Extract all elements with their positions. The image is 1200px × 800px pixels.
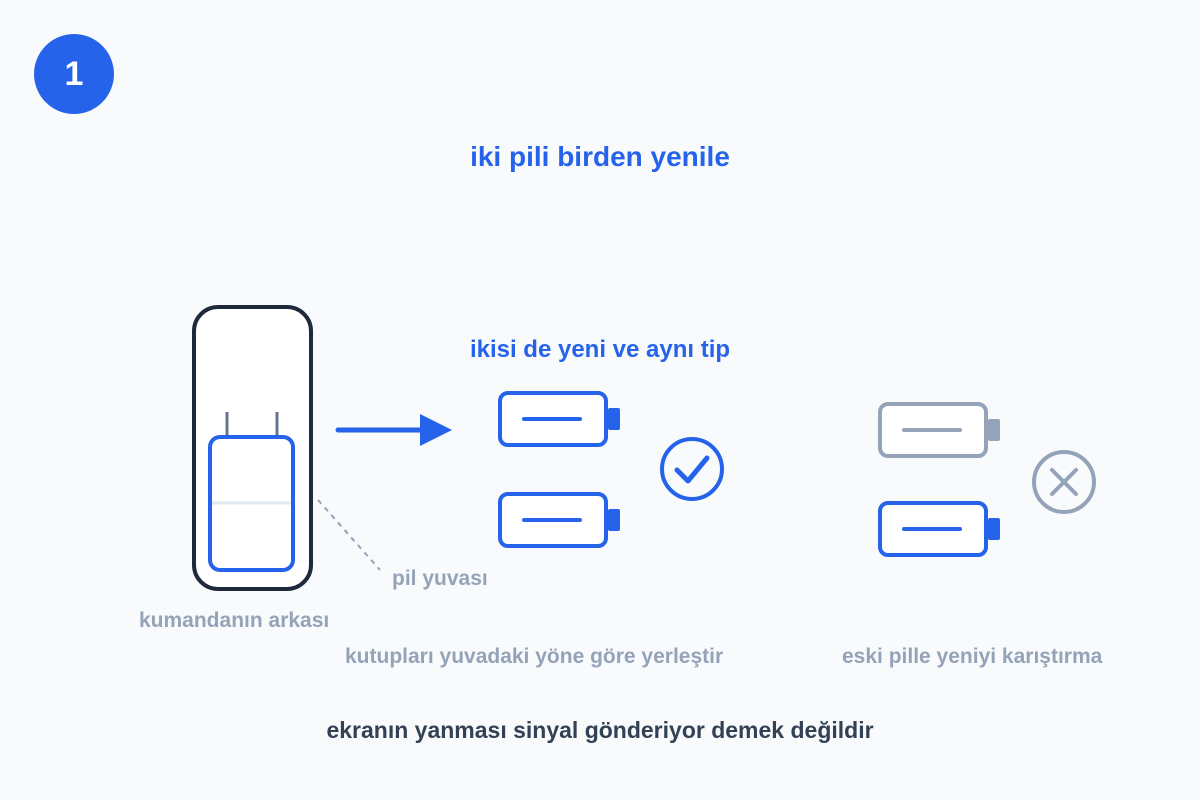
arrow-right-icon — [335, 414, 452, 446]
battery-slot-leader-line — [317, 499, 381, 571]
footer-note: ekranın yanması sinyal gönderiyor demek … — [326, 717, 874, 743]
remote-back-label: kumandanın arkası — [139, 609, 330, 632]
no-mixing-label: eski pille yeniyi karıştırma — [842, 645, 1103, 668]
subtitle: ikisi de yeni ve aynı tip — [469, 336, 731, 363]
x-circle-icon — [1032, 450, 1096, 514]
page-title: iki pili birden yenile — [470, 141, 730, 172]
new-battery-icon-2 — [498, 492, 620, 548]
new-battery-icon-3 — [878, 501, 1000, 557]
check-circle-icon — [660, 437, 724, 501]
polarity-hint-label: kutupları yuvadaki yöne göre yerleştir — [345, 645, 724, 668]
new-battery-icon-1 — [498, 391, 620, 447]
step-number-badge: 1 — [34, 34, 114, 114]
battery-slot-label: pil yuvası — [392, 567, 488, 590]
old-battery-icon — [878, 402, 1000, 458]
remote-back-icon — [192, 305, 313, 591]
